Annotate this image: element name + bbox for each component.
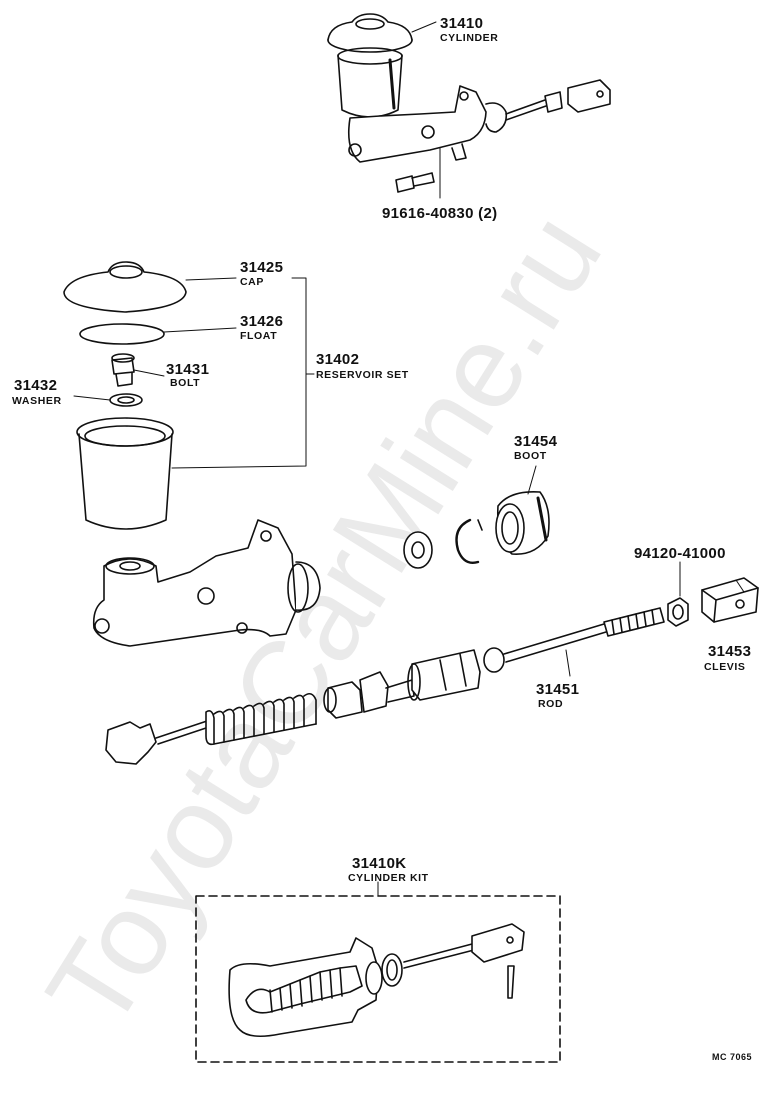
label-31453-number: 31453 (708, 643, 752, 660)
cylinder-kit-drawing (195, 881, 561, 1063)
label-31426-number: 31426 (240, 313, 284, 330)
reservoir-drawing (63, 261, 315, 530)
assembled-cylinder-drawing (327, 13, 611, 199)
label-31453-name: CLEVIS (704, 661, 746, 673)
label-31402-name: RESERVOIR SET (316, 369, 409, 381)
label-31410-number: 31410 (440, 15, 484, 32)
piston-rod-drawing (105, 561, 759, 765)
label-94120-number: 94120-41000 (634, 545, 726, 562)
label-91616-number: 91616-40830 (2) (382, 205, 498, 222)
label-31432-name: WASHER (12, 395, 62, 407)
label-31425-number: 31425 (240, 259, 284, 276)
label-31410K-name: CYLINDER KIT (348, 872, 429, 884)
label-31454-number: 31454 (514, 433, 558, 450)
label-31431-name: BOLT (170, 377, 201, 389)
label-31451-number: 31451 (536, 681, 580, 698)
seals-boot-drawing (403, 465, 550, 569)
footer-code: MC 7065 (712, 1052, 753, 1062)
label-31410-name: CYLINDER (440, 32, 499, 44)
label-31432-number: 31432 (14, 377, 58, 394)
label-31431-number: 31431 (166, 361, 210, 378)
label-31425-name: CAP (240, 276, 264, 288)
label-31454-name: BOOT (514, 450, 547, 462)
label-31451-name: ROD (538, 698, 564, 710)
label-31402-number: 31402 (316, 351, 360, 368)
label-31426-name: FLOAT (240, 330, 278, 342)
label-31410K-number: 31410K (352, 855, 407, 872)
master-cylinder-drawing (92, 519, 321, 647)
